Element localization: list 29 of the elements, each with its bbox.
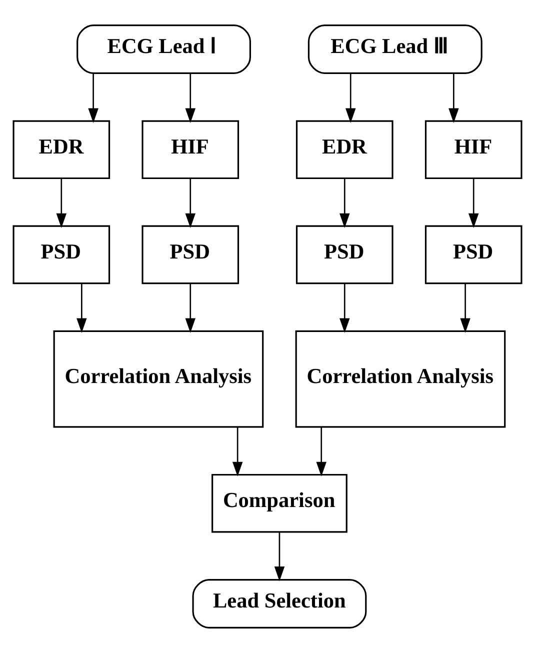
arrow <box>232 426 243 476</box>
arrow <box>345 73 356 122</box>
arrow <box>316 426 326 476</box>
arrow <box>76 283 87 332</box>
node-box: Lead Selection <box>192 578 367 628</box>
node-box: ECG Lead Ⅰ <box>76 24 252 74</box>
node-box: HIF <box>424 120 522 179</box>
node-box: EDR <box>296 120 394 179</box>
arrow <box>274 532 285 581</box>
arrow <box>340 178 350 228</box>
node-box: PSD <box>424 224 522 284</box>
node-box: PSD <box>142 224 240 284</box>
node-box: Correlation Analysis <box>295 330 506 428</box>
arrow <box>185 178 196 228</box>
arrow <box>468 178 479 228</box>
arrow <box>88 73 98 122</box>
arrow <box>56 178 67 228</box>
node-box: PSD <box>12 224 110 284</box>
arrow <box>448 73 459 122</box>
arrow <box>460 283 470 332</box>
node-box: Correlation Analysis <box>53 330 264 428</box>
arrow <box>185 283 196 332</box>
arrow <box>340 283 350 332</box>
node-box: EDR <box>12 120 110 179</box>
node-box: PSD <box>296 224 394 284</box>
node-box: Comparison <box>212 473 348 532</box>
node-box: HIF <box>142 120 240 179</box>
node-box: ECG Lead Ⅲ <box>308 24 482 74</box>
arrow <box>185 73 196 122</box>
